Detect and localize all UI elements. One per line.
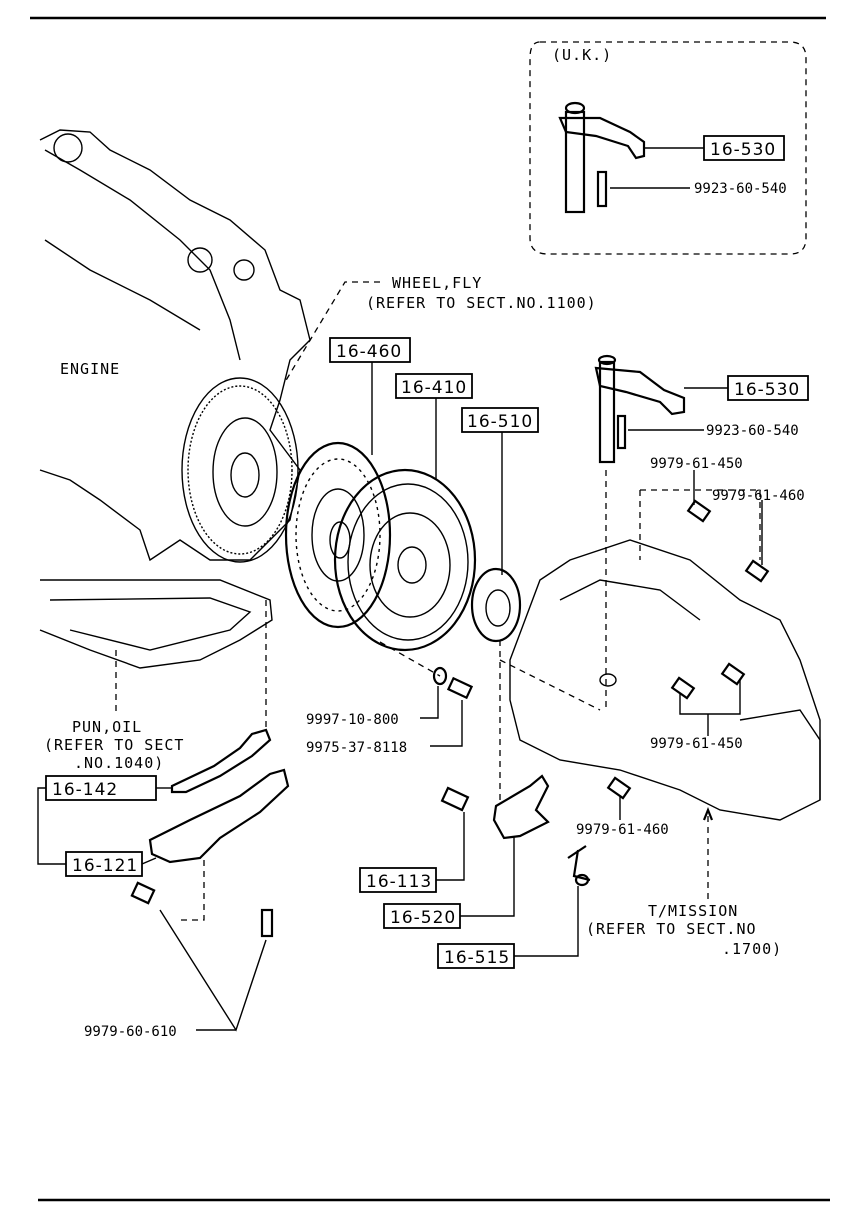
part-16-121: 16-121 xyxy=(72,856,138,876)
engine-label: ENGINE xyxy=(60,360,120,378)
part-9979-61-460-b: 9979-61-460 xyxy=(576,822,669,838)
shift-rod xyxy=(594,354,686,464)
transmission-bolts xyxy=(606,499,770,800)
part-16-520: 16-520 xyxy=(390,908,456,928)
uk-inset: (U.K.) xyxy=(529,41,807,255)
pun-oil-2: (REFER TO SECT xyxy=(44,736,184,754)
cover-plates xyxy=(148,728,290,864)
transmission xyxy=(509,539,821,821)
part-9979-61-460-a: 9979-61-460 xyxy=(712,488,805,504)
wheel-fly-ref: (REFER TO SECT.NO.1100) xyxy=(366,294,597,312)
wheel-fly-label: WHEEL,FLY xyxy=(392,274,482,292)
washer xyxy=(432,666,448,686)
pressure-plate-bolt xyxy=(446,676,474,700)
part-box-16-410[interactable] xyxy=(395,373,473,399)
part-box-16-515[interactable] xyxy=(437,943,515,969)
part-box-16-530[interactable] xyxy=(727,375,809,401)
part-9975: 9975-37-8118 xyxy=(306,740,407,756)
part-16-460: 16-460 xyxy=(336,342,402,362)
part-9979-61-450-b: 9979-61-450 xyxy=(650,736,743,752)
part-box-16-520[interactable] xyxy=(383,903,461,929)
engine-block xyxy=(39,129,311,669)
cover-bolt-1 xyxy=(130,881,156,905)
part-16-113: 16-113 xyxy=(366,872,432,892)
pressure-plate xyxy=(333,468,477,652)
fork-bolt xyxy=(440,786,470,812)
part-9923: 9923-60-540 xyxy=(706,423,799,439)
cover-bolt-2 xyxy=(260,908,274,938)
part-box-16-530-uk[interactable] xyxy=(703,135,785,161)
part-16-510: 16-510 xyxy=(467,412,533,432)
transmission-bolt-lines xyxy=(499,470,761,711)
tmission-3: .1700) xyxy=(722,940,782,958)
release-fork xyxy=(492,774,550,840)
spring-clip xyxy=(567,845,591,882)
part-9923-uk: 9923-60-540 xyxy=(694,181,787,197)
part-box-16-113[interactable] xyxy=(359,867,437,893)
part-16-142: 16-142 xyxy=(52,780,118,800)
pun-oil-1: PUN,OIL xyxy=(72,718,142,736)
tmission-2: (REFER TO SECT.NO xyxy=(586,920,757,938)
wheel-fly-leader xyxy=(284,281,380,383)
release-bearing xyxy=(470,567,522,643)
tmission-1: T/MISSION xyxy=(648,902,738,920)
part-16-515: 16-515 xyxy=(444,948,510,968)
part-16-410: 16-410 xyxy=(401,378,467,398)
part-16-530-uk: 16-530 xyxy=(710,140,776,160)
uk-label: (U.K.) xyxy=(552,46,612,64)
part-box-16-121[interactable] xyxy=(65,851,143,877)
part-box-16-460[interactable] xyxy=(329,337,411,363)
part-9997: 9997-10-800 xyxy=(306,712,399,728)
part-9979-61-450-a: 9979-61-450 xyxy=(650,456,743,472)
part-box-16-510[interactable] xyxy=(461,407,539,433)
part-16-530: 16-530 xyxy=(734,380,800,400)
part-9979-60-610: 9979-60-610 xyxy=(84,1024,177,1040)
pun-oil-3: .NO.1040) xyxy=(74,754,164,772)
